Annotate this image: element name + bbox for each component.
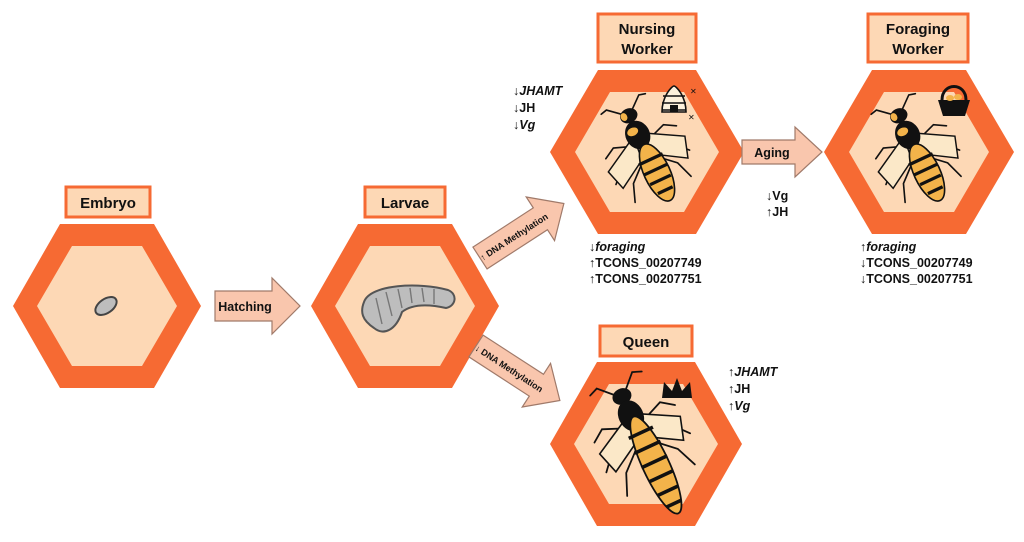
marker-gene-name: foraging [595,240,645,254]
marker-arrow: ↓ [513,118,519,132]
marker-queen-right-0: ↑JHAMT [728,365,779,379]
marker-gene-name: foraging [866,240,916,254]
marker-arrow: ↑ [766,205,772,219]
marker-queen-right-2: ↑Vg [728,399,751,413]
egg-icon [94,296,118,316]
marker-aging-1: ↑JH [766,205,788,219]
marker-arrow: ↓ [513,84,519,98]
marker-arrow: ↑ [860,240,866,254]
marker-arrow: ↑ [728,365,734,379]
aging-label: Aging [754,146,789,160]
aging-arrow: Aging [741,125,823,179]
beehive-icon: ✕ ✕ [661,85,697,122]
nursing-label-line2: Worker [621,41,673,58]
queen-label-text: Queen [623,334,670,351]
marker-arrow: ↓ [766,189,772,203]
foraging-label-line1: Foraging [886,21,950,38]
marker-gene-name: Vg [519,118,535,132]
hatching-arrow: Hatching [214,276,301,336]
foraging-label: Foraging Worker [866,12,970,64]
marker-nursing-top-2: ↓Vg [513,118,536,132]
marker-queen-right-1: ↑JH [728,382,750,396]
marker-arrow: ↑ [728,382,734,396]
marker-gene-name: TCONS_00207749 [866,256,972,270]
marker-arrow: ↓ [860,272,866,286]
svg-text:✕: ✕ [688,113,695,122]
nursing-label-line1: Nursing [619,21,676,38]
marker-arrow: ↓ [589,240,595,254]
marker-foraging-bottom-1: ↓TCONS_00207749 [860,256,973,270]
marker-foraging-bottom-0: ↑foraging [860,240,917,254]
marker-arrow: ↑ [728,399,734,413]
embryo-label: Embryo [64,185,152,219]
svg-text:✕: ✕ [690,87,697,96]
hatching-label: Hatching [218,300,271,314]
marker-arrow: ↑ [589,272,595,286]
marker-arrow: ↓ [513,101,519,115]
marker-nursing-bottom-1: ↑TCONS_00207749 [589,256,702,270]
embryo-label-text: Embryo [80,195,136,212]
foraging-label-line2: Worker [892,41,944,58]
marker-aging-0: ↓Vg [766,189,788,203]
marker-gene-name: JHAMT [734,365,778,379]
marker-gene-name: JHAMT [519,84,563,98]
marker-nursing-top-0: ↓JHAMT [513,84,564,98]
marker-gene-name: JH [519,101,535,115]
marker-arrow: ↓ [860,256,866,270]
marker-nursing-bottom-0: ↓foraging [589,240,646,254]
basket-icon [938,85,970,116]
marker-gene-name: JH [734,382,750,396]
marker-nursing-top-1: ↓JH [513,101,535,115]
gene-markers: ↓JHAMT↓JH↓Vg↓foraging↑TCONS_00207749↑TCO… [513,84,973,413]
marker-gene-name: TCONS_00207751 [866,272,972,286]
queen-label: Queen [598,324,694,358]
marker-nursing-bottom-2: ↑TCONS_00207751 [589,272,702,286]
marker-gene-name: Vg [772,189,788,203]
larvae-label: Larvae [363,185,447,219]
nursing-label: Nursing Worker [596,12,698,64]
larva-icon [361,284,456,333]
marker-foraging-bottom-2: ↓TCONS_00207751 [860,272,973,286]
dna-methylation-up-arrow: ↑ DNA Methylation [472,196,565,270]
marker-gene-name: TCONS_00207751 [595,272,701,286]
marker-gene-name: TCONS_00207749 [595,256,701,270]
marker-gene-name: Vg [734,399,750,413]
larvae-label-text: Larvae [381,195,429,212]
marker-arrow: ↑ [589,256,595,270]
crown-icon [662,378,692,398]
marker-gene-name: JH [772,205,788,219]
